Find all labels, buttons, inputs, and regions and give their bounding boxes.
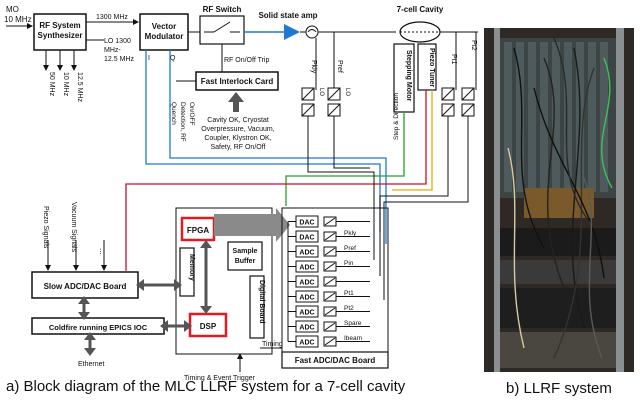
converter-label-7: ADC: [299, 325, 314, 332]
sample-buffer-label: Sample: [233, 248, 258, 255]
rf-switch-label: RF Switch: [203, 5, 242, 14]
timing-label: Timing: [262, 341, 283, 348]
ssa-triangle: [284, 24, 300, 40]
vector-modulator-label-2: Modulator: [145, 32, 184, 41]
mo-label: MO: [6, 5, 19, 14]
dsp-label: DSP: [200, 322, 217, 331]
interlock-label: Fast Interlock Card: [201, 77, 274, 86]
converter-signal-label-1: Pkly: [344, 230, 357, 237]
pref-label: Pref: [336, 60, 343, 73]
cavity-label: 7-cell Cavity: [397, 5, 444, 14]
svg-text:Overpressure, Vacuum,: Overpressure, Vacuum,: [201, 126, 274, 133]
lo-freq-label-2: MHz-: [104, 47, 121, 54]
rf-trip-label: RF On/Off Trip: [224, 57, 269, 64]
converter-label-1: DAC: [299, 235, 314, 242]
converter-label-4: ADC: [299, 280, 314, 287]
converter-signal-label-7: Spare: [344, 320, 362, 327]
interlock-arrow: [228, 92, 244, 112]
piezo-signals-label: Piezo Signals: [42, 206, 49, 249]
more-signals-label: ...: [98, 248, 107, 255]
llrf-rack-photo: [484, 28, 634, 372]
mo-freq-label: 10 MHz: [4, 15, 32, 24]
converter-signal-label-3: Pin: [344, 260, 354, 267]
svg-text:Coupler, Klystron OK,: Coupler, Klystron OK,: [204, 135, 271, 142]
lo-freq-label-3: 12.5 MHz: [104, 56, 134, 63]
caption-b: b) LLRF system: [506, 380, 612, 397]
ssa-label: Solid state amp: [258, 11, 317, 20]
i-label: I: [148, 55, 150, 62]
lo-label-2: LO: [344, 88, 350, 96]
converter-label-0: DAC: [299, 220, 314, 227]
freq-1300-label: 1300 MHz: [96, 14, 128, 21]
converter-label-6: ADC: [299, 310, 314, 317]
stepping-motor-label: Stepping Motor: [405, 50, 412, 102]
circulator-icon: [306, 26, 318, 38]
out-12-5mhz: 12.5 MHz: [76, 72, 83, 102]
rf-synth-label: RF System: [39, 21, 80, 30]
quench-label-1: Quench: [170, 102, 177, 125]
lo-label-1: LO: [318, 88, 324, 96]
ethernet-label: Ethernet: [78, 361, 105, 368]
digital-board-label: Digital Board: [258, 280, 265, 324]
sample-buffer-label-2: Buffer: [235, 258, 256, 265]
caption-a: a) Block diagram of the MLC LLRF system …: [6, 378, 405, 395]
vector-modulator-label: Vector: [152, 22, 176, 31]
rf-switch-block: [200, 16, 244, 44]
piezo-tuner-label: Piezo Tuner: [428, 48, 435, 87]
mixer-group-right: [442, 88, 474, 116]
converter-signal-label-2: Pref: [344, 245, 356, 252]
converter-label-3: ADC: [299, 265, 314, 272]
slow-adc-dac-label: Slow ADC/DAC Board: [44, 282, 127, 291]
converter-signal-label-6: Pt2: [344, 305, 354, 312]
converter-column: DACDACPklyADCPrefADCPinADCADCPt1ADCPt2AD…: [288, 216, 370, 347]
svg-text:Cavity OK, Cryostat: Cavity OK, Cryostat: [207, 117, 269, 124]
converter-signal-label-8: Ibeam: [344, 335, 362, 342]
svg-text:Safety, RF On/Off: Safety, RF On/Off: [211, 144, 266, 151]
lo-freq-label-1: LO 1300: [104, 38, 131, 45]
out-10mhz: 10 MHz: [62, 72, 69, 97]
memory-label: Memory: [188, 254, 195, 281]
rf-synth-label-2: Synthesizer: [38, 31, 83, 40]
quench-label-2: Detection, RF: [179, 102, 186, 142]
coldfire-label: Coldfire running EPICS IOC: [49, 323, 148, 332]
converter-label-2: ADC: [299, 250, 314, 257]
data-bus: [214, 214, 276, 236]
sample-buffer-block: [228, 242, 262, 270]
converter-label-8: ADC: [299, 340, 314, 347]
pt1-label: Pt1: [450, 54, 457, 65]
converter-signal-label-5: Pt1: [344, 290, 354, 297]
fpga-label: FPGA: [187, 226, 209, 235]
quench-label-3: On/OFF: [188, 102, 195, 126]
fast-adc-dac-label: Fast ADC/DAC Board: [295, 356, 376, 365]
vacuum-signals-label: Vacuum Signals: [70, 202, 77, 253]
q-label: Q: [170, 55, 176, 62]
pt2-label: Pt2: [470, 40, 477, 51]
pkly-label: Pkly: [310, 60, 317, 74]
step-direction-label: Step & Direction: [393, 93, 400, 140]
out-50mhz: 50 MHz: [48, 72, 55, 97]
converter-label-5: ADC: [299, 295, 314, 302]
interlock-sources: Cavity OK, Cryostat Overpressure, Vacuum…: [201, 117, 274, 151]
